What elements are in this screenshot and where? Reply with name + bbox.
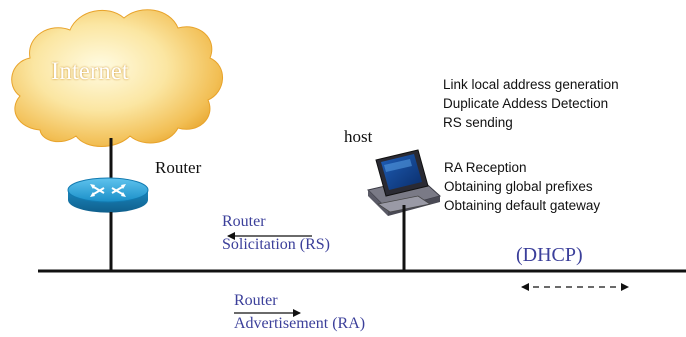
cloud-icon: [11, 9, 223, 147]
router-label: Router: [155, 158, 202, 177]
rs-label-line1: Router: [222, 213, 266, 230]
step-item: Obtaining global prefixes: [444, 179, 593, 194]
dhcp-label: (DHCP): [516, 244, 583, 266]
rs-label-line2: Solicitation (RS): [222, 236, 330, 253]
host-send-steps: Link local address generation Duplicate …: [443, 75, 619, 132]
step-item: RS sending: [443, 115, 513, 130]
computer-icon: [367, 149, 442, 216]
internet-label: Internet: [51, 58, 129, 85]
step-item: Obtaining default gateway: [444, 198, 601, 213]
step-item: Duplicate Addess Detection: [443, 96, 609, 111]
router-icon: [67, 177, 149, 213]
ra-label-line2: Advertisement (RA): [234, 315, 366, 332]
host-label: host: [344, 127, 373, 146]
step-item: RA Reception: [444, 160, 527, 175]
host-receive-steps: RA Reception Obtaining global prefixes O…: [444, 158, 600, 215]
step-item: Link local address generation: [443, 77, 619, 92]
ra-label-line1: Router: [234, 292, 278, 309]
